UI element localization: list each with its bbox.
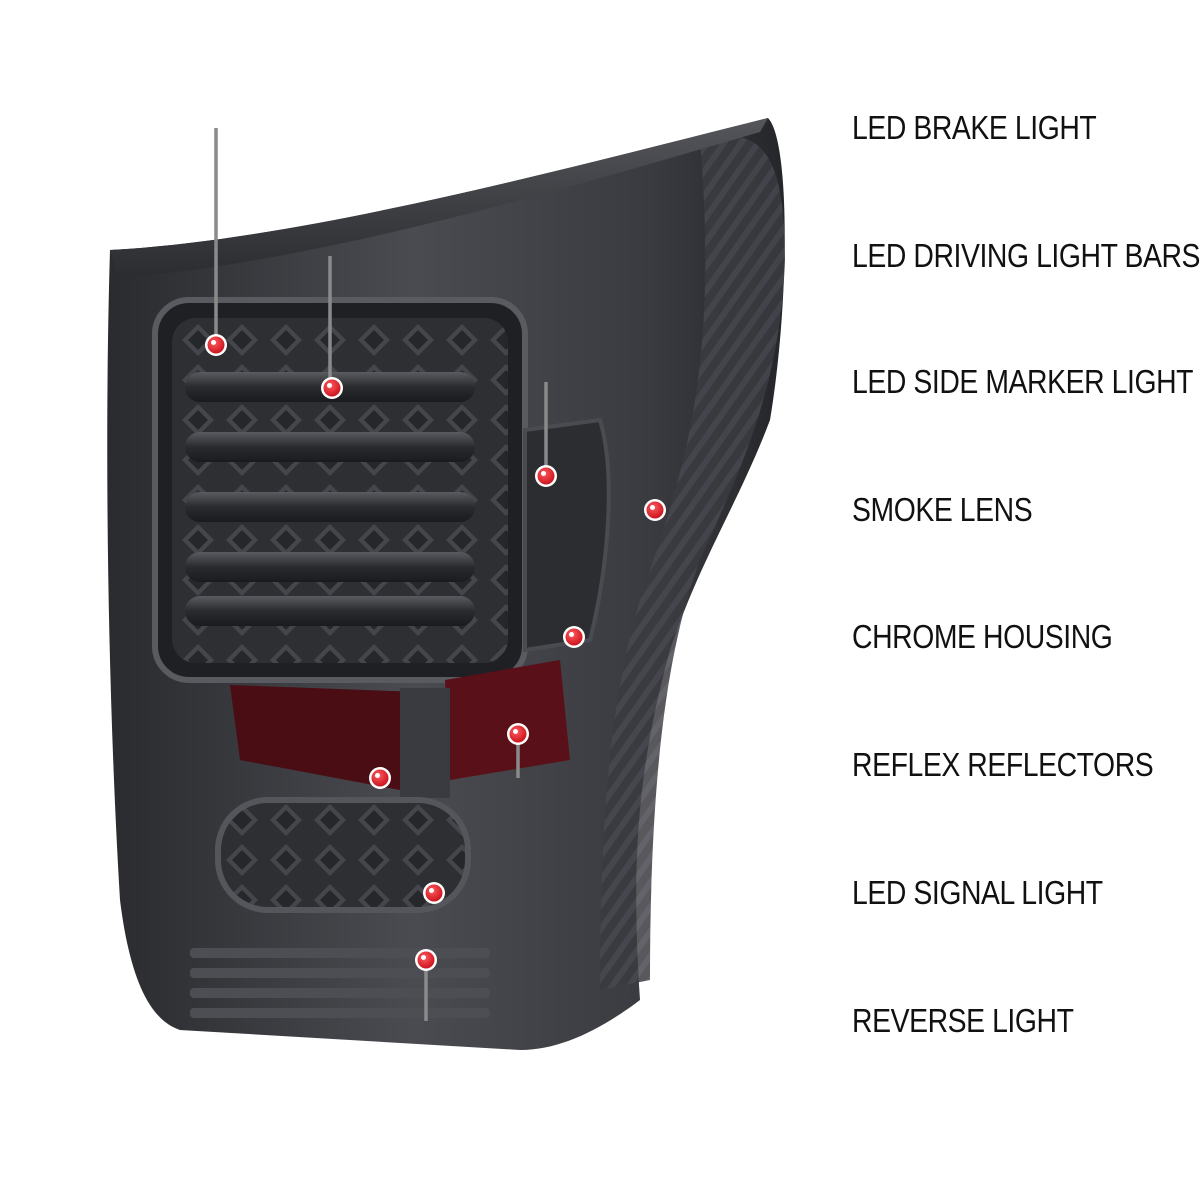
light-bar	[185, 432, 475, 462]
reflector-right	[445, 660, 570, 780]
driving-light-bars	[185, 372, 475, 626]
callout-leaders	[205, 126, 838, 1023]
lens-top-rim	[110, 118, 768, 278]
dot-reflex-reflectors-2	[509, 725, 527, 743]
dot-led-brake-light-highlight	[211, 340, 216, 345]
reflector-divider	[400, 688, 450, 798]
side-marker-lens	[523, 417, 611, 653]
dot-led-signal-light-highlight	[429, 888, 434, 893]
dot-led-brake-light	[207, 336, 225, 354]
label-led-brake-light: LED BRAKE LIGHT	[852, 109, 1097, 146]
dot-reflex-reflectors-2-highlight	[513, 729, 518, 734]
dot-chrome-housing-highlight	[569, 632, 574, 637]
dot-led-side-marker-light-highlight	[541, 471, 546, 476]
light-bar	[185, 596, 475, 626]
label-led-driving-light-bars: LED DRIVING LIGHT BARS	[852, 237, 1200, 274]
label-chrome-housing: CHROME HOUSING	[852, 618, 1113, 655]
dot-chrome-housing	[565, 628, 583, 646]
dot-led-driving-light-bars-highlight	[327, 383, 332, 388]
dot-reverse-light	[417, 951, 435, 969]
label-smoke-lens: SMOKE LENS	[852, 491, 1033, 528]
label-led-side-marker-light: LED SIDE MARKER LIGHT	[852, 363, 1194, 400]
label-led-signal-light: LED SIGNAL LIGHT	[852, 874, 1103, 911]
label-reverse-light: REVERSE LIGHT	[852, 1002, 1074, 1039]
dot-reflex-reflectors	[371, 769, 389, 787]
dot-led-driving-light-bars	[323, 379, 341, 397]
dot-reverse-light-highlight	[421, 955, 426, 960]
reverse-light-ribs	[190, 948, 490, 1018]
reflector-left	[230, 685, 420, 790]
dot-smoke-lens-highlight	[650, 505, 655, 510]
light-bar	[185, 552, 475, 582]
label-reflex-reflectors: REFLEX REFLECTORS	[852, 746, 1154, 783]
dot-led-signal-light	[425, 884, 443, 902]
signal-light-pod	[215, 797, 471, 913]
dot-led-side-marker-light	[537, 467, 555, 485]
light-bar	[185, 492, 475, 522]
dot-reflex-reflectors-highlight	[375, 773, 380, 778]
dot-smoke-lens	[646, 501, 664, 519]
